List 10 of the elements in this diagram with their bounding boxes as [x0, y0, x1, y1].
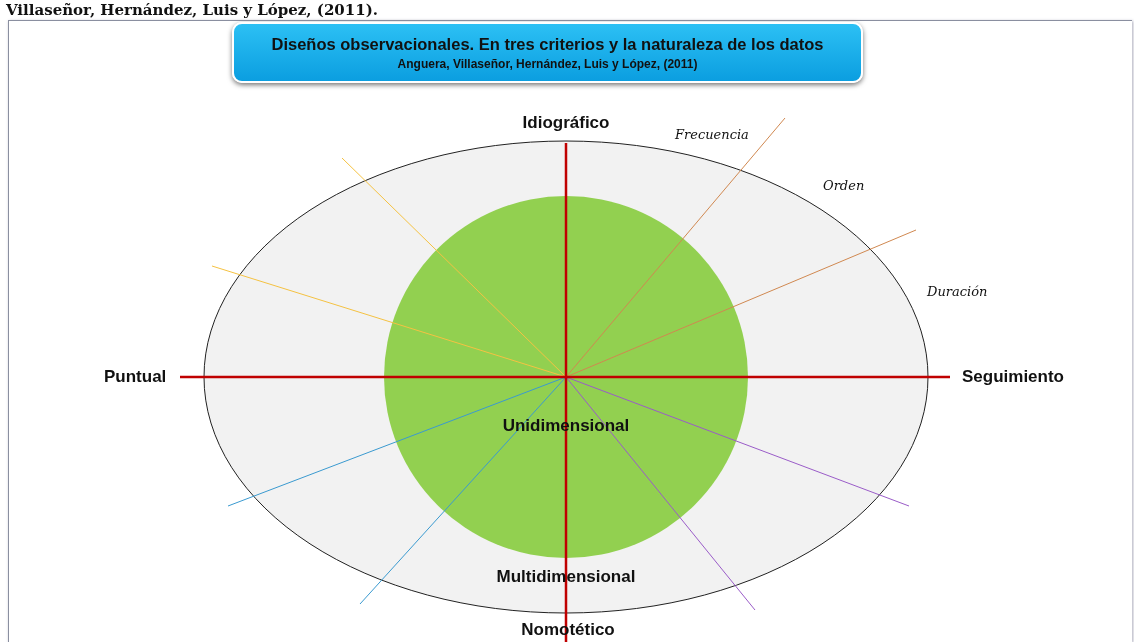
citation-text: Anguera, Villaseñor, Hernández, Luis y López, (2011): [397, 56, 698, 71]
title-banner: [232, 22, 863, 83]
axis-label: Puntual: [104, 367, 167, 387]
axis-label: Seguimiento: [962, 367, 1064, 387]
axis-label: Duración: [927, 284, 988, 299]
title-text: Diseños observacionales. En tres criterios y la naturaleza de los datos: [271, 34, 824, 54]
axis-label: Frecuencia: [675, 127, 749, 142]
citation-text: Villaseñor, Hernández, Luis y López, (2011).: [6, 1, 378, 19]
axis-label: Idiográfico: [522, 113, 610, 133]
axis-label: Orden: [823, 178, 865, 193]
